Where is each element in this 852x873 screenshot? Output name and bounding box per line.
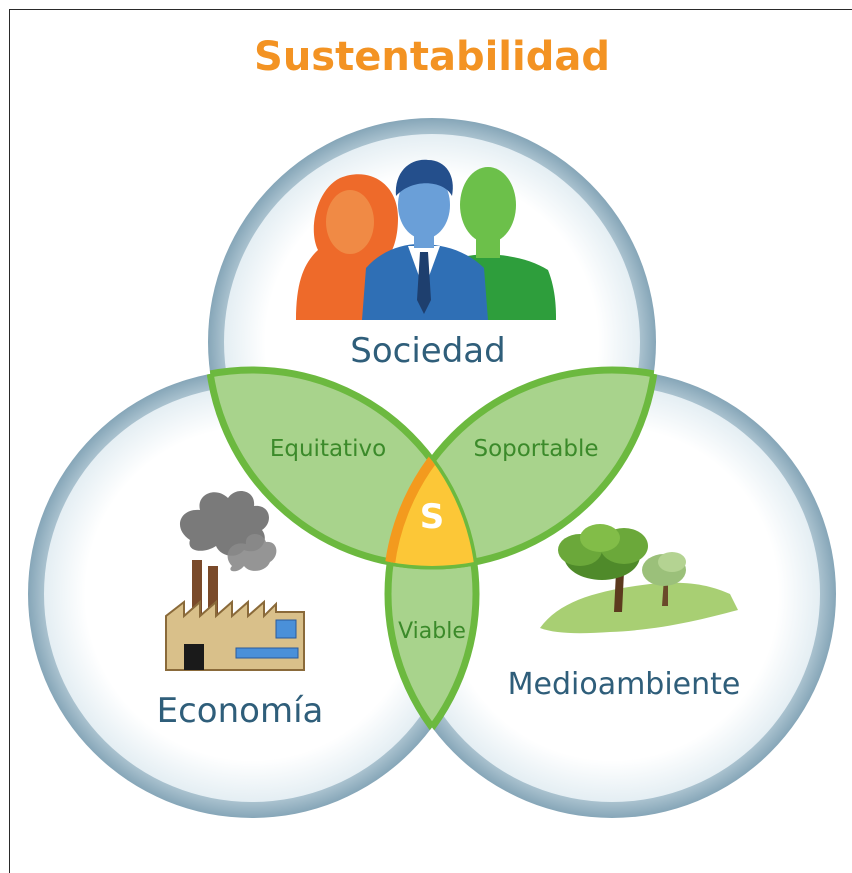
factory-icon bbox=[165, 491, 305, 671]
overlap-economy-environment bbox=[384, 370, 476, 818]
label-sociedad: Sociedad bbox=[350, 331, 505, 371]
trees-icon bbox=[540, 524, 738, 634]
label-equitativo: Equitativo bbox=[270, 436, 386, 462]
overlap-society-environment bbox=[384, 366, 656, 566]
people-icon bbox=[296, 159, 556, 320]
label-medioambiente: Medioambiente bbox=[508, 667, 741, 702]
overlap-society-economy bbox=[208, 366, 480, 566]
label-center: S bbox=[420, 497, 445, 537]
label-economia: Economía bbox=[157, 691, 324, 731]
label-soportable: Soportable bbox=[473, 436, 598, 462]
label-viable: Viable bbox=[398, 619, 466, 644]
diagram-title: Sustentabilidad bbox=[254, 34, 610, 80]
